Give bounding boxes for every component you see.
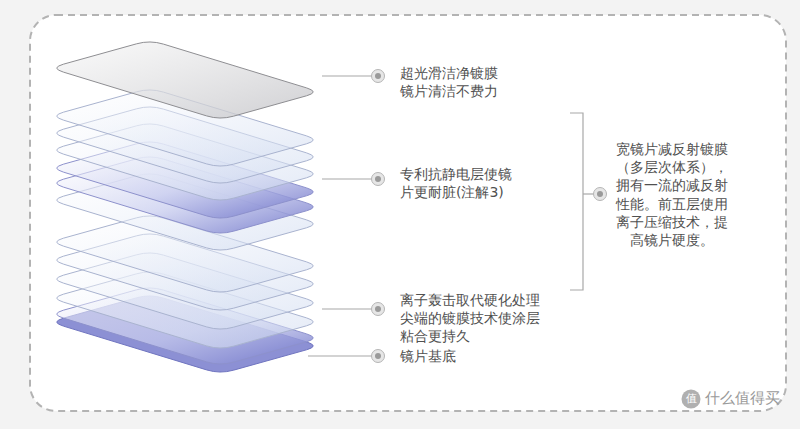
callout-text: 镜片基底	[400, 347, 456, 365]
dashed-frame	[30, 15, 786, 411]
summary-text: 宽镜片减反射镀膜（多层次体系），拥有一流的减反射性能。前五层使用离子压缩技术，提…	[612, 140, 731, 249]
callout-dot	[594, 188, 607, 201]
callout-text: 离子轰击取代硬化处理尖端的镀膜技术使涂层粘合更持久	[400, 291, 546, 346]
callout-dot	[597, 191, 603, 197]
lens-stack	[57, 42, 314, 372]
watermark-badge	[682, 390, 701, 409]
callout-text: 专利抗静电层使镜片更耐脏(注解3)	[400, 165, 519, 201]
watermark-logo: 值	[682, 393, 700, 404]
leader-lines	[308, 76, 372, 356]
callout-dots	[372, 70, 385, 363]
watermark-text: 什么值得买	[705, 391, 780, 406]
bracket	[570, 113, 594, 290]
callout-text: 超光滑洁净镀膜 镜片清洁不费力	[400, 64, 506, 100]
